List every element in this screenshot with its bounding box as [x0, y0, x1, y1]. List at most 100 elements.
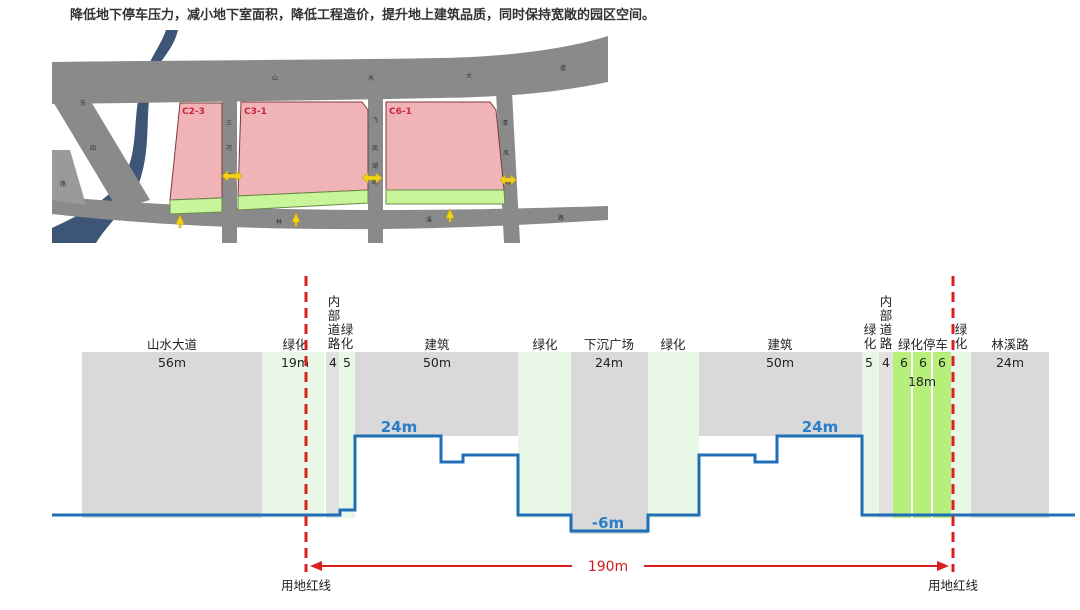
svg-text:东: 东 — [80, 99, 86, 107]
cross-section: 山水大道 56m 绿化 19m 内 部 道 路 4 绿 化 5 建筑 50m 绿… — [52, 276, 1075, 593]
svg-text:内: 内 — [328, 294, 341, 309]
label-green4: 绿化 — [660, 337, 686, 352]
svg-text:绿: 绿 — [341, 322, 354, 337]
zone-building1 — [355, 352, 518, 436]
svg-text:路: 路 — [558, 214, 564, 222]
zone-building2 — [699, 352, 862, 436]
double-arrow-icon — [499, 174, 517, 186]
label-building1: 建筑 — [424, 337, 450, 352]
width-parking-1: 6 — [900, 355, 908, 370]
depth-plaza: -6m — [592, 514, 624, 532]
width-parking-3: 6 — [938, 355, 946, 370]
svg-text:内: 内 — [880, 294, 893, 309]
label-green1: 绿化 — [282, 337, 308, 352]
svg-text:路: 路 — [372, 178, 378, 186]
feifeng-road-map — [368, 95, 383, 243]
zone-inner-road-left — [326, 352, 339, 518]
svg-text:湖: 湖 — [372, 162, 378, 170]
svg-text:清: 清 — [502, 119, 508, 127]
width-shanshui: 56m — [158, 355, 186, 370]
svg-text:绿: 绿 — [864, 322, 877, 337]
entrance-arrows — [175, 170, 517, 229]
label-building2: 建筑 — [767, 337, 793, 352]
linxi-road-map — [52, 196, 608, 230]
arrow-left-icon — [310, 561, 322, 571]
svg-text:风: 风 — [503, 150, 509, 157]
height-building2: 24m — [802, 418, 839, 436]
width-green1: 19m — [281, 355, 309, 370]
svg-text:溪: 溪 — [426, 216, 432, 224]
label-shanshui: 山水大道 — [147, 337, 198, 352]
qingfeng-road-map — [496, 92, 520, 243]
width-building1: 50m — [423, 355, 451, 370]
zone-green2 — [339, 352, 355, 518]
svg-text:绿: 绿 — [955, 322, 968, 337]
arrow-up-icon — [445, 208, 455, 223]
plot-c6-1 — [385, 101, 505, 191]
zone-green6 — [951, 352, 971, 518]
plot-c3-1 — [237, 101, 369, 197]
width-inner-road-right: 4 — [882, 355, 890, 370]
svg-text:部: 部 — [328, 308, 341, 323]
svg-text:路: 路 — [880, 336, 893, 351]
plot-label-c3-1: C3-1 — [244, 107, 267, 117]
ground-profile-line — [52, 434, 1075, 533]
label-linxi: 林溪路 — [991, 337, 1029, 352]
svg-text:凤: 凤 — [372, 145, 378, 152]
arrow-up-icon — [291, 212, 301, 227]
total-width: 190m — [588, 559, 628, 575]
zone-green3 — [518, 352, 571, 518]
arrow-up-icon — [175, 214, 185, 229]
label-inner-road-left: 内 部 道 路 — [328, 294, 341, 351]
label-green3: 绿化 — [532, 337, 558, 352]
label-green6: 绿 化 — [955, 322, 968, 351]
label-green5: 绿 化 — [864, 322, 877, 351]
svg-text:道: 道 — [880, 322, 893, 337]
svg-text:林: 林 — [276, 218, 282, 226]
svg-text:山: 山 — [272, 74, 278, 82]
shanshui-road-map — [52, 36, 608, 104]
plot-label-c6-1: C6-1 — [389, 107, 412, 117]
label-inner-road-right: 内 部 道 路 — [880, 294, 893, 351]
site-plan-map: C2-3 C3-1 C6-1 山 水 大 道 林 溪 路 三 河 西 飞 凤 湖… — [52, 30, 608, 243]
label-plaza: 下沉广场 — [584, 337, 634, 352]
svg-text:河: 河 — [226, 144, 232, 152]
width-green2: 5 — [343, 355, 351, 370]
arrow-right-icon — [937, 561, 949, 571]
zone-shanshui — [82, 352, 262, 518]
svg-text:路: 路 — [328, 336, 341, 351]
zone-inner-road-right — [879, 352, 893, 518]
sanhe-road-map — [222, 95, 237, 243]
svg-text:三: 三 — [226, 120, 232, 127]
redline-label-left: 用地红线 — [281, 578, 332, 593]
width-plaza: 24m — [595, 355, 623, 370]
svg-text:化: 化 — [341, 336, 354, 351]
label-parking: 绿化停车 — [898, 337, 948, 352]
zone-parking — [893, 352, 951, 518]
height-building1: 24m — [381, 418, 418, 436]
width-green5: 5 — [865, 355, 873, 370]
svg-text:化: 化 — [955, 336, 968, 351]
svg-text:四: 四 — [90, 145, 96, 152]
zone-green4 — [648, 352, 699, 518]
svg-text:飞: 飞 — [372, 117, 378, 124]
width-parking-total: 18m — [908, 374, 936, 389]
double-arrow-icon — [221, 170, 243, 182]
svg-text:路: 路 — [60, 180, 66, 188]
caption: 降低地下停车压力，减小地下室面积，降低工程造价，提升地上建筑品质，同时保持宽敞的… — [70, 8, 656, 23]
svg-text:水: 水 — [368, 74, 374, 82]
svg-text:化: 化 — [864, 336, 877, 351]
west-road-map — [52, 100, 150, 210]
zone-plaza — [571, 352, 648, 534]
zone-green5 — [862, 352, 879, 518]
width-linxi: 24m — [996, 355, 1024, 370]
svg-text:部: 部 — [880, 308, 893, 323]
redline-label-right: 用地红线 — [928, 578, 979, 593]
plot-label-c2-3: C2-3 — [182, 107, 205, 117]
width-inner-road-left: 4 — [329, 355, 337, 370]
svg-text:大: 大 — [466, 72, 472, 80]
double-arrow-icon — [361, 172, 383, 184]
width-parking-2: 6 — [919, 355, 927, 370]
svg-text:道: 道 — [560, 64, 566, 72]
